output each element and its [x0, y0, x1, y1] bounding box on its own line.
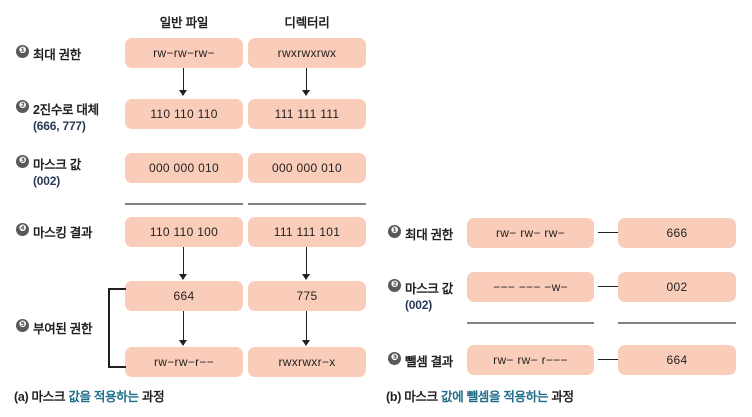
- column-header-regular-file: 일반 파일: [159, 16, 209, 30]
- box-granted-dir: rwxrwxr−x: [248, 347, 366, 377]
- b-separator-rule-octal: [618, 322, 736, 324]
- box-binary-dir: 111 111 111: [248, 99, 366, 129]
- b-step-label-3-subtraction-result: ❸ 뺄셈 결과: [388, 351, 453, 370]
- box-granted-file: rw−rw−r−−: [125, 347, 243, 377]
- bracket-granted-permission: [108, 288, 126, 368]
- arrow-file-4-to-5: [179, 247, 188, 280]
- step-text-2-sub: (666, 777): [33, 119, 86, 133]
- box-masked-file: 110 110 100: [125, 217, 243, 247]
- step-text-4: 마스킹 결과: [33, 226, 93, 240]
- column-header-directory: 디렉터리: [284, 16, 330, 30]
- step-text-2-main: 2진수로 대체: [33, 103, 99, 117]
- box-mask-dir: 000 000 010: [248, 153, 366, 183]
- arrow-file-5-to-6: [179, 311, 188, 346]
- step-label-1-max-permission: ❶ 최대 권한: [16, 44, 81, 63]
- box-octal-file: 664: [125, 281, 243, 311]
- box-max-permission-file: rw−rw−rw−: [125, 38, 243, 68]
- box-binary-file: 110 110 110: [125, 99, 243, 129]
- arrow-file-1-to-2: [179, 68, 188, 96]
- b-box-octal-subtraction-result: 664: [618, 345, 736, 375]
- b-box-octal-mask-value: 002: [618, 272, 736, 302]
- step-label-3-mask-value: ❸ 마스크 값 (002): [16, 154, 81, 188]
- step-text-3-main: 마스크 값: [33, 158, 81, 172]
- caption-panel-b: (b) 마스크 값에 뺄셈을 적용하는 과정: [386, 386, 574, 405]
- caption-a-suffix: 과정: [138, 390, 165, 404]
- step-text-2: 2진수로 대체 (666, 777): [33, 99, 99, 133]
- step-text-1: 최대 권한: [33, 48, 81, 62]
- separator-rule-dir: [248, 203, 366, 205]
- separator-rule-file: [125, 203, 243, 205]
- step-bullet-4: ❹: [16, 223, 29, 236]
- b-step-label-1-max-permission: ❶ 최대 권한: [388, 224, 453, 243]
- step-text-3-sub: (002): [33, 174, 61, 188]
- step-bullet-1: ❶: [16, 45, 29, 58]
- arrow-dir-5-to-6: [302, 311, 311, 346]
- caption-b-suffix: 과정: [548, 390, 574, 404]
- b-step-text-2: 마스크 값 (002): [405, 278, 453, 312]
- step-text-3: 마스크 값 (002): [33, 154, 81, 188]
- caption-b-prefix: (b) 마스크: [386, 390, 442, 404]
- box-max-permission-dir: rwxrwxrwx: [248, 38, 366, 68]
- box-octal-dir: 775: [248, 281, 366, 311]
- caption-panel-a: (a) 마스크 값을 적용하는 과정: [14, 386, 165, 405]
- b-separator-rule-symbolic: [467, 322, 594, 324]
- box-masked-dir: 111 111 101: [248, 217, 366, 247]
- b-box-octal-max-permission: 666: [618, 218, 736, 248]
- b-step-text-3: 뺄셈 결과: [405, 355, 453, 369]
- b-step-text-2-main: 마스크 값: [405, 282, 453, 296]
- step-bullet-5: ❺: [16, 319, 29, 332]
- b-box-symbolic-subtraction-result: rw− rw− r−−−: [467, 345, 594, 375]
- b-step-text-1: 최대 권한: [405, 228, 453, 242]
- box-mask-file: 000 000 010: [125, 153, 243, 183]
- b-box-symbolic-mask-value: −−− −−− −w−: [467, 272, 594, 302]
- step-label-2-binary-substitution: ❷ 2진수로 대체 (666, 777): [16, 99, 99, 133]
- arrow-dir-4-to-5: [302, 247, 311, 280]
- caption-b-highlight: 값에 뺄셈을 적용하는: [441, 390, 549, 404]
- step-text-5: 부여된 권한: [33, 322, 93, 336]
- b-step-bullet-3: ❸: [388, 352, 401, 365]
- b-step-bullet-1: ❶: [388, 225, 401, 238]
- b-step-bullet-2: ❷: [388, 279, 401, 292]
- step-label-4-masking-result: ❹ 마스킹 결과: [16, 222, 92, 241]
- b-step-text-2-sub: (002): [405, 298, 433, 312]
- step-bullet-2: ❷: [16, 100, 29, 113]
- arrow-dir-1-to-2: [302, 68, 311, 96]
- b-box-symbolic-max-permission: rw− rw− rw−: [467, 218, 594, 248]
- step-bullet-3: ❸: [16, 155, 29, 168]
- step-label-5-granted-permission: ❺ 부여된 권한: [16, 318, 92, 337]
- caption-a-prefix: (a) 마스크: [14, 390, 69, 404]
- b-step-label-2-mask-value: ❷ 마스크 값 (002): [388, 278, 453, 312]
- caption-a-highlight: 값을 적용하는: [68, 390, 139, 404]
